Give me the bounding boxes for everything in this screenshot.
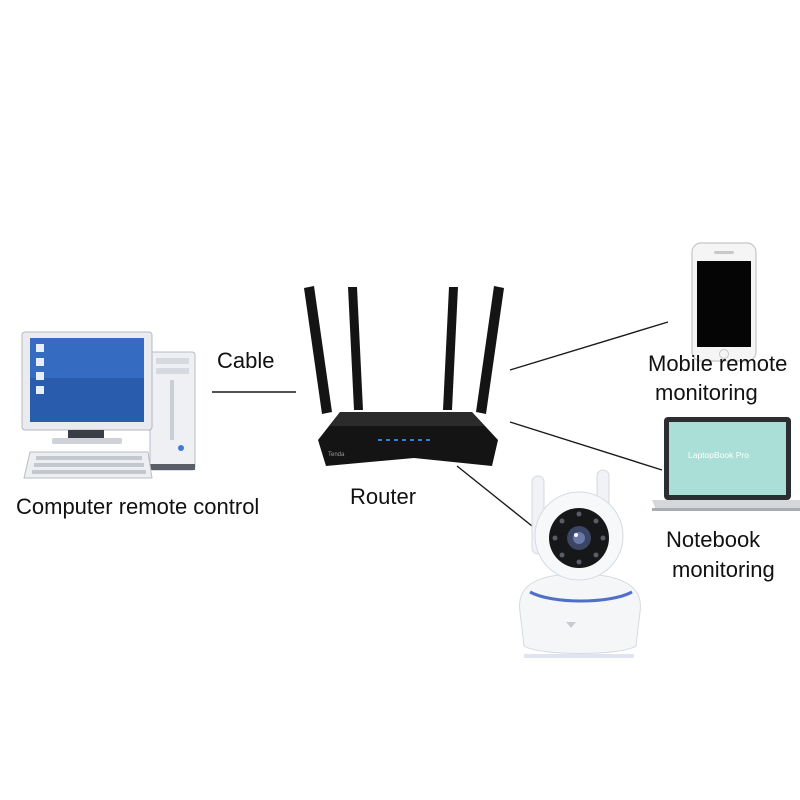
laptop-icon: LaptopBook Pro — [652, 417, 800, 511]
notebook-label-line2: monitoring — [672, 557, 775, 582]
laptop-screen-text: LaptopBook Pro — [688, 450, 749, 460]
connection-lines — [212, 321, 669, 531]
router-to-mobile-line — [509, 321, 669, 371]
mobile-label-line1: Mobile remote — [648, 351, 788, 376]
router-label: Router — [350, 484, 417, 509]
router-to-notebook-line — [509, 421, 663, 471]
cable-label: Cable — [217, 348, 275, 373]
router-to-camera-line — [456, 465, 538, 531]
router-brand-logo: Tenda — [328, 452, 345, 458]
smartphone-icon — [691, 242, 757, 362]
router-icon: Tenda — [304, 286, 504, 466]
notebook-label-line1: Notebook — [666, 527, 761, 552]
computer-label: Computer remote control — [16, 494, 260, 519]
mobile-label-line2: monitoring — [655, 380, 758, 405]
ip-camera-icon — [519, 469, 641, 658]
desktop-computer-icon — [21, 331, 196, 479]
